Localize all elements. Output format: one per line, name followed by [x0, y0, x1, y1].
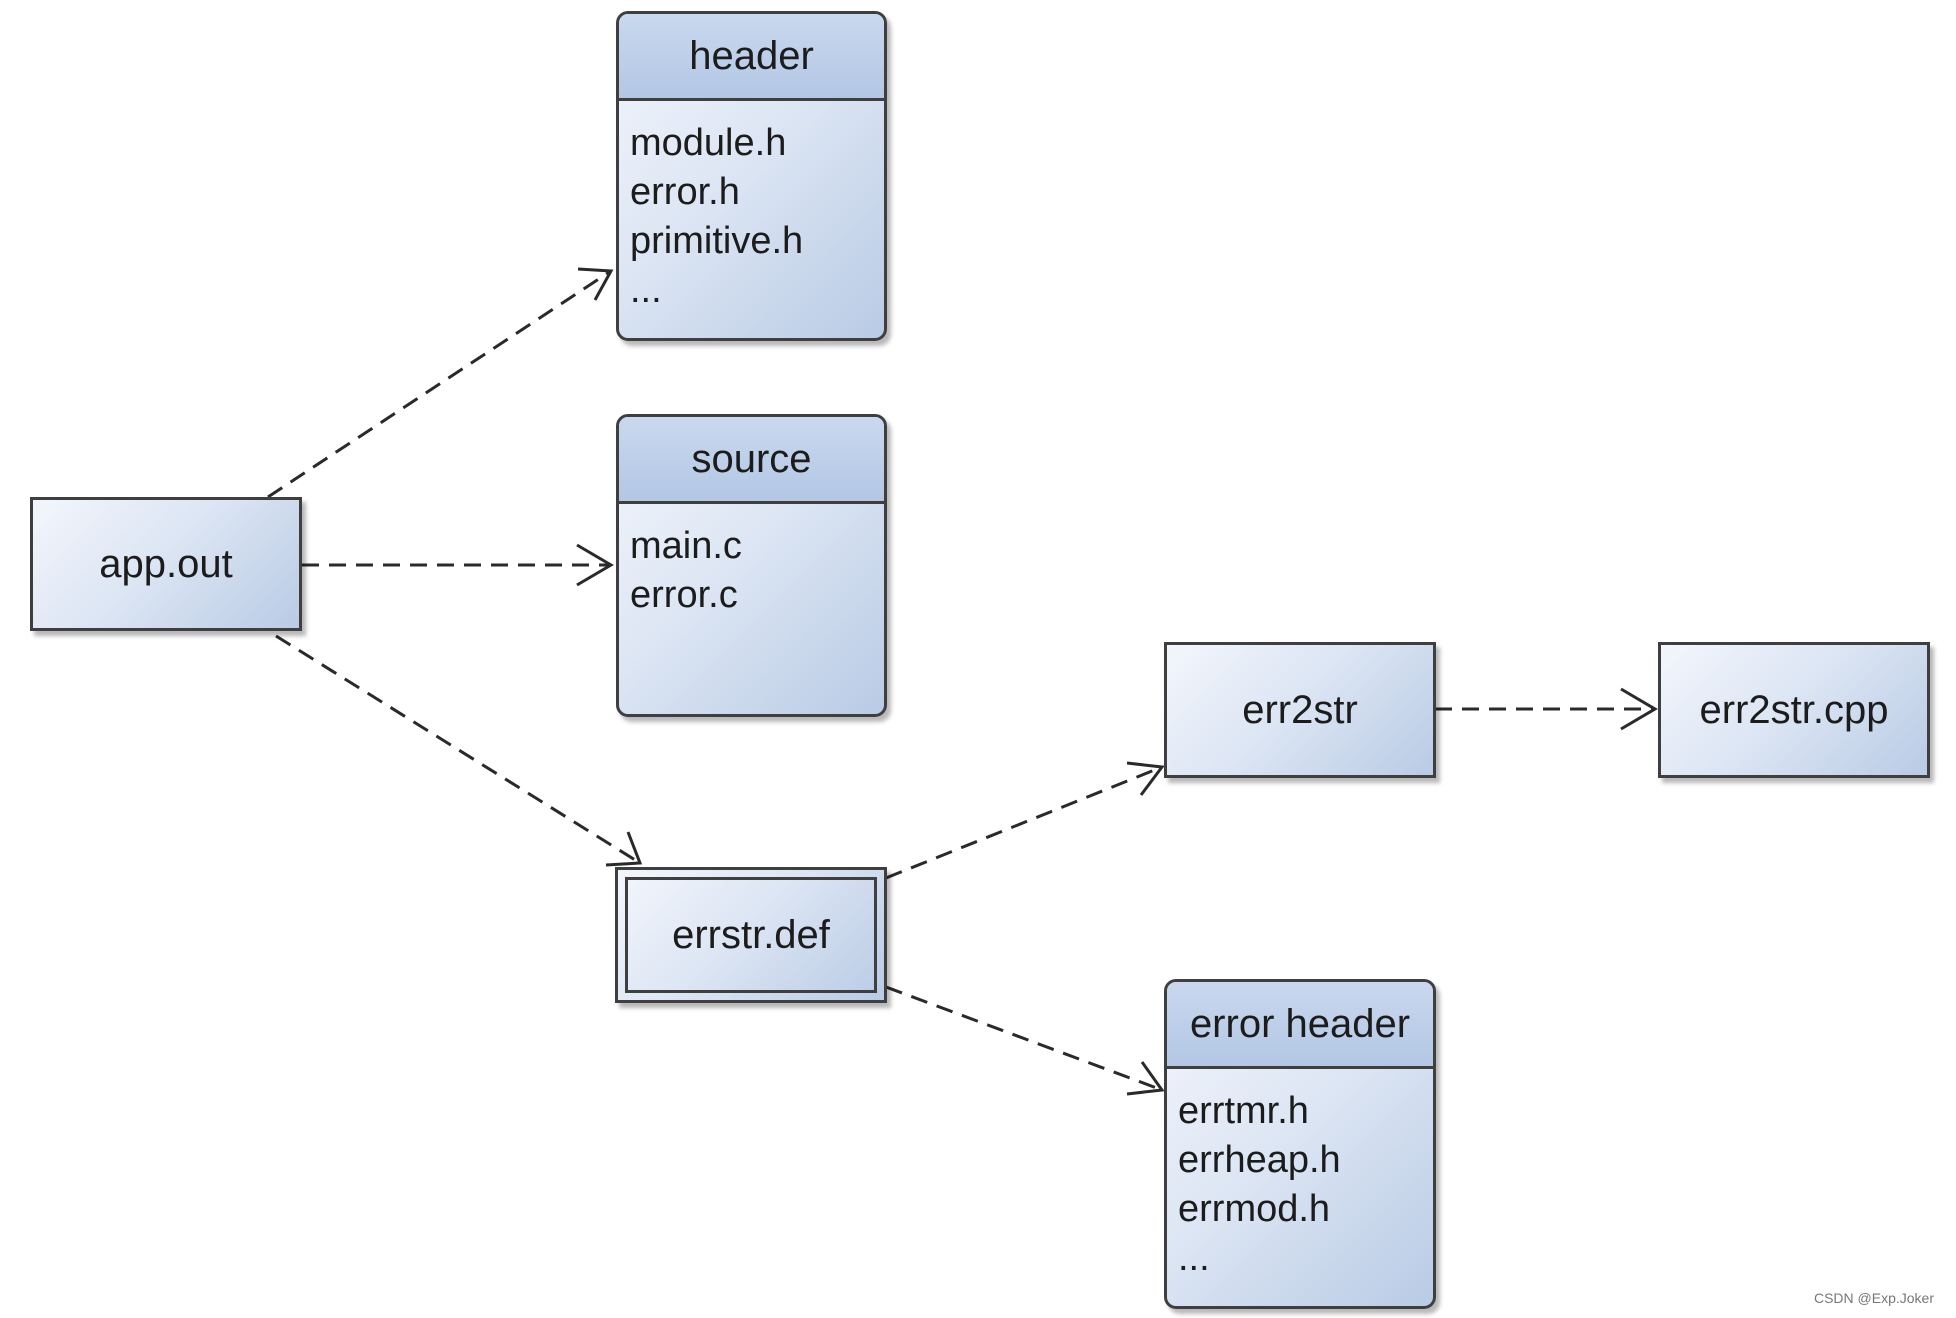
header-node: header module.h error.h primitive.h ...: [616, 11, 887, 341]
errstr-def-node: errstr.def: [615, 867, 887, 1003]
arrowhead-err2str: [1126, 761, 1165, 796]
source-item-error-c: error.c: [630, 574, 738, 616]
header-item-primitive-h: primitive.h: [630, 220, 804, 262]
edge-app-out-to-header: [267, 269, 612, 499]
error-header-node-body: errtmr.h errheap.h errmod.h ...: [1167, 1069, 1433, 1283]
header-item-module-h: module.h: [630, 122, 787, 164]
err2str-cpp-node: err2str.cpp: [1658, 642, 1930, 778]
source-item-main-c: main.c: [630, 525, 742, 567]
error-header-item-errmod-h: errmod.h: [1178, 1188, 1331, 1230]
errstr-def-inner-border: errstr.def: [625, 877, 877, 993]
source-node-body: main.c error.c: [619, 504, 884, 620]
source-node: source main.c error.c: [616, 414, 887, 717]
edge-app-out-to-errstr-def: [275, 634, 641, 865]
error-header-node: error header errtmr.h errheap.h errmod.h…: [1164, 979, 1436, 1309]
header-node-body: module.h error.h primitive.h ...: [619, 101, 884, 315]
arrowhead-err2str-cpp: [1620, 687, 1658, 731]
watermark-text: CSDN @Exp.Joker: [1813, 1290, 1934, 1306]
err2str-cpp-label: err2str.cpp: [1699, 687, 1889, 732]
app-out-node: app.out: [30, 497, 302, 631]
header-item-error-h: error.h: [630, 171, 740, 213]
error-header-item-errtmr-h: errtmr.h: [1178, 1090, 1309, 1132]
arrowhead-source: [576, 543, 614, 587]
error-header-node-title: error header: [1167, 982, 1433, 1069]
header-node-title: header: [619, 14, 884, 101]
error-header-item-ellipsis: ...: [1178, 1237, 1210, 1279]
arrowhead-error-header: [1126, 1061, 1165, 1096]
source-node-title: source: [619, 417, 884, 504]
edge-errstr-def-to-error-header: [885, 985, 1163, 1092]
arrowhead-header: [577, 267, 614, 301]
arrowhead-errstr-def: [605, 831, 643, 867]
app-out-label: app.out: [99, 541, 233, 586]
error-header-item-errheap-h: errheap.h: [1178, 1139, 1341, 1181]
edge-errstr-def-to-err2str: [885, 765, 1163, 880]
err2str-label: err2str: [1242, 687, 1358, 732]
header-item-ellipsis: ...: [630, 269, 662, 311]
err2str-node: err2str: [1164, 642, 1436, 778]
errstr-def-label: errstr.def: [672, 912, 830, 957]
